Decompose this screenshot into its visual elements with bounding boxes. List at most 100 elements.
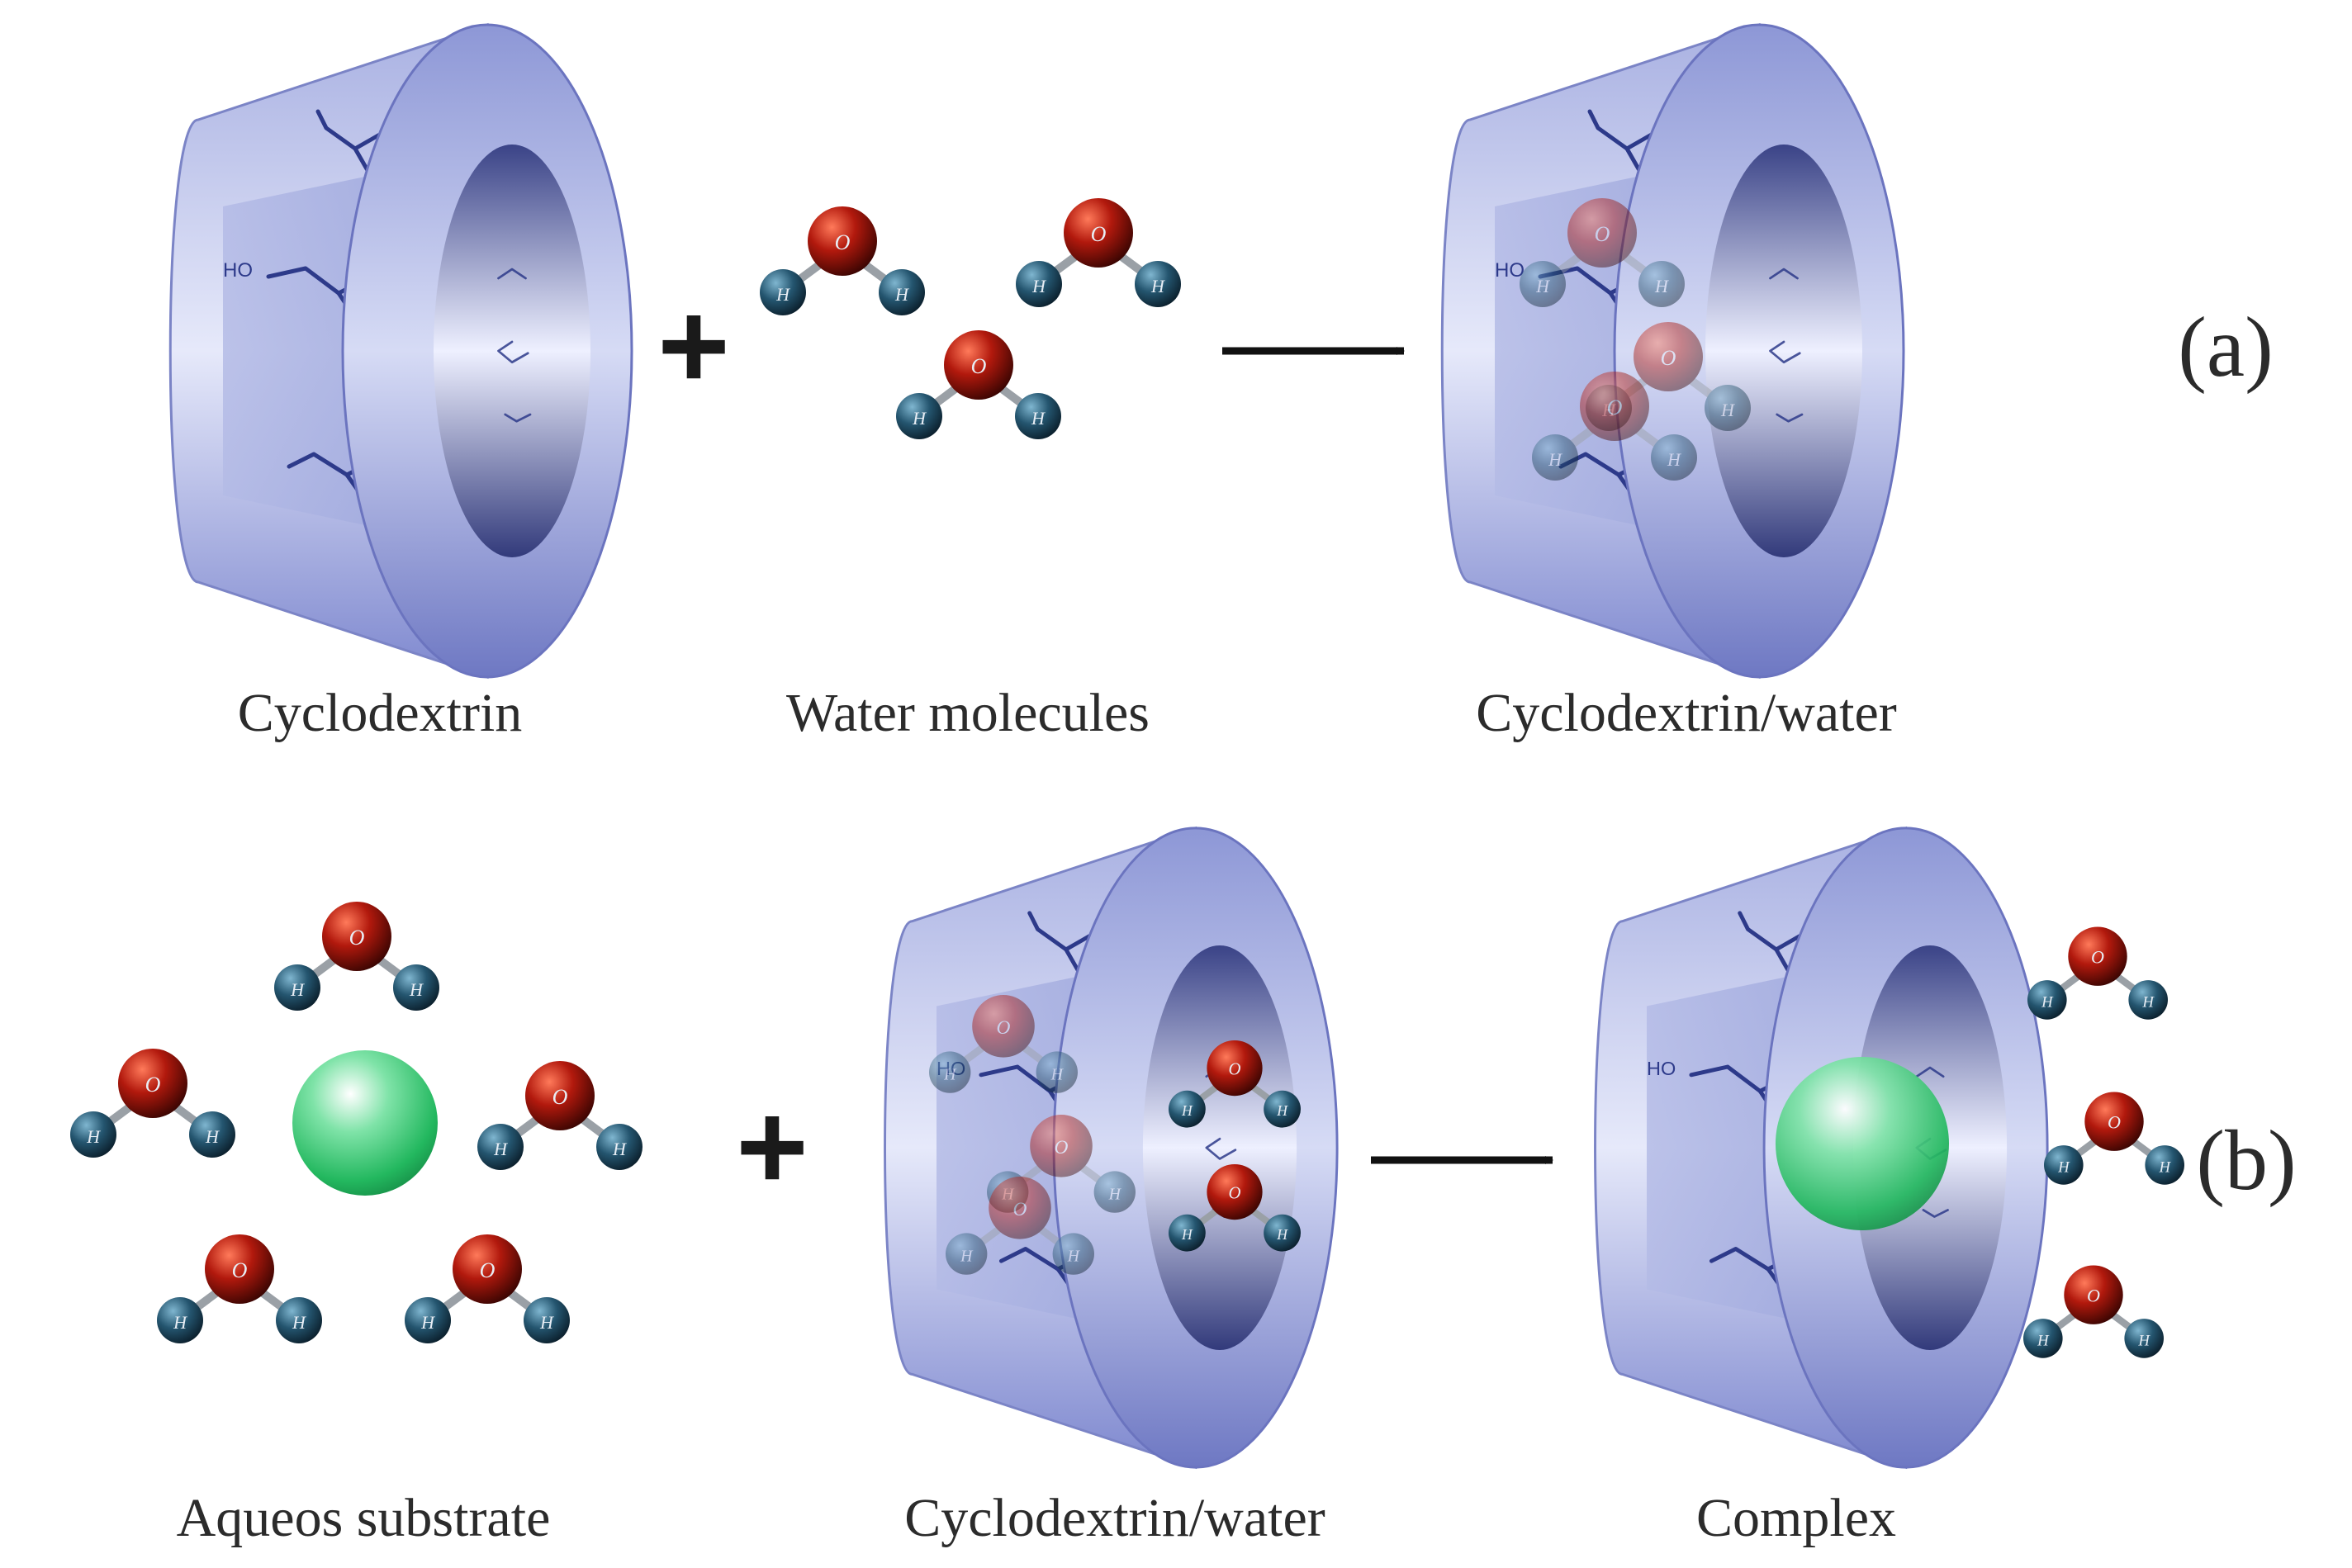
hydrogen-symbol: H bbox=[1067, 1248, 1081, 1266]
hydrogen-atom bbox=[1052, 1233, 1094, 1275]
cyclodextrin-cavity bbox=[1142, 945, 1297, 1350]
hydrogen-symbol: H bbox=[960, 1248, 974, 1266]
oxygen-atom bbox=[205, 1234, 274, 1304]
hydrogen-atom bbox=[879, 269, 925, 315]
hydrogen-symbol: H bbox=[943, 1066, 957, 1084]
hydrogen-atom bbox=[1093, 1171, 1136, 1213]
oxygen-symbol: O bbox=[835, 230, 851, 254]
hydrogen-symbol: H bbox=[2158, 1158, 2171, 1176]
hydrogen-atom bbox=[524, 1297, 570, 1343]
oxygen-atom bbox=[118, 1049, 187, 1118]
oxygen-atom bbox=[322, 902, 391, 971]
oxygen-symbol: O bbox=[1055, 1137, 1069, 1158]
hydrogen-symbol: H bbox=[539, 1312, 554, 1333]
oxygen-symbol: O bbox=[552, 1085, 568, 1109]
hydrogen-atom bbox=[929, 1051, 971, 1093]
hydrogen-symbol: H bbox=[1150, 276, 1165, 296]
oxygen-symbol: O bbox=[145, 1073, 161, 1097]
water-molecule-in-cavity: O H H bbox=[1520, 198, 1685, 307]
hydrogen-symbol: H bbox=[1535, 276, 1550, 296]
water-molecule: O H H bbox=[405, 1234, 570, 1343]
hydrogen-symbol: H bbox=[2037, 1332, 2050, 1349]
oxygen-atom bbox=[1030, 1115, 1093, 1177]
hydrogen-atom bbox=[274, 964, 320, 1011]
panel-a: +OHHOHHOHHOHHOHHOHH(a)CyclodextrinWater … bbox=[168, 22, 2274, 743]
hydrogen-symbol: H bbox=[1031, 276, 1046, 296]
hydrogen-symbol: H bbox=[2057, 1158, 2070, 1176]
caption-cyclodextrin-water-b: Cyclodextrin/water bbox=[904, 1488, 1325, 1548]
hydrogen-atom bbox=[1169, 1090, 1206, 1128]
hydrogen-symbol: H bbox=[2141, 993, 2155, 1011]
hydrogen-symbol: H bbox=[1548, 449, 1562, 470]
oxygen-atom bbox=[989, 1177, 1051, 1239]
hydrogen-atom bbox=[1135, 261, 1181, 307]
hydrogen-symbol: H bbox=[612, 1139, 627, 1159]
oxygen-atom bbox=[1580, 372, 1649, 441]
panel-label-a: (a) bbox=[2178, 300, 2273, 395]
hydrogen-atom bbox=[1651, 434, 1697, 481]
cyclodextrin-water-b bbox=[884, 826, 1339, 1470]
oxygen-atom bbox=[1634, 322, 1703, 391]
hydrogen-symbol: H bbox=[1108, 1186, 1122, 1204]
hydrogen-atom bbox=[1520, 261, 1566, 307]
hydrogen-symbol: H bbox=[912, 408, 927, 429]
hydrogen-symbol: H bbox=[1654, 276, 1669, 296]
hydrogen-atom bbox=[2023, 1319, 2063, 1358]
hydrogen-symbol: H bbox=[1181, 1102, 1193, 1119]
hydrogen-symbol: H bbox=[493, 1139, 508, 1159]
hydrogen-symbol: H bbox=[2137, 1332, 2150, 1349]
hydrogen-atom bbox=[477, 1124, 524, 1170]
oxygen-atom bbox=[1567, 198, 1637, 268]
oxygen-symbol: O bbox=[1228, 1184, 1240, 1203]
hydrogen-atom bbox=[276, 1297, 322, 1343]
hydrogen-symbol: H bbox=[420, 1312, 435, 1333]
oxygen-symbol: O bbox=[232, 1258, 248, 1282]
water-molecule-in-cavity: O H H bbox=[946, 1177, 1094, 1275]
caption-aqueous-substrate: Aqueos substrate bbox=[177, 1488, 551, 1548]
oxygen-symbol: O bbox=[1595, 222, 1610, 246]
oxygen-symbol: O bbox=[2087, 1286, 2100, 1306]
oxygen-symbol: O bbox=[1607, 396, 1623, 419]
hydrogen-symbol: H bbox=[292, 1312, 306, 1333]
hydrogen-symbol: H bbox=[1276, 1226, 1288, 1243]
oxygen-symbol: O bbox=[1091, 222, 1107, 246]
hydrogen-atom bbox=[2044, 1145, 2084, 1185]
oxygen-symbol: O bbox=[480, 1258, 496, 1282]
cavity-structure bbox=[497, 268, 532, 423]
oxygen-atom bbox=[2068, 926, 2127, 986]
oxygen-symbol: O bbox=[997, 1017, 1011, 1039]
hydrogen-atom bbox=[2027, 980, 2067, 1020]
hydrogen-atom bbox=[896, 393, 942, 439]
oxygen-atom bbox=[1207, 1040, 1263, 1097]
hydrogen-atom bbox=[1169, 1214, 1206, 1252]
plus-sign-b: + bbox=[736, 1077, 808, 1215]
hydrogen-atom bbox=[1532, 434, 1578, 481]
hydrogen-symbol: H bbox=[1720, 400, 1735, 420]
hydrogen-atom bbox=[189, 1111, 235, 1158]
caption-cyclodextrin-water-a: Cyclodextrin/water bbox=[1476, 683, 1897, 743]
oxygen-symbol: O bbox=[1013, 1199, 1027, 1220]
hydrogen-atom bbox=[70, 1111, 116, 1158]
hydrogen-symbol: H bbox=[2041, 993, 2054, 1011]
caption-cyclodextrin: Cyclodextrin bbox=[238, 683, 523, 743]
water-molecule-leaving: O H H bbox=[1169, 1164, 1301, 1252]
hydrogen-symbol: H bbox=[1050, 1066, 1065, 1084]
oxygen-atom bbox=[1064, 198, 1133, 268]
hydrogen-symbol: H bbox=[1181, 1226, 1193, 1243]
hydrogen-atom bbox=[1705, 385, 1751, 431]
hydrogen-atom bbox=[1264, 1090, 1301, 1128]
oxygen-atom bbox=[525, 1061, 595, 1130]
hydrogen-atom bbox=[1638, 261, 1685, 307]
hydrogen-atom bbox=[2145, 1145, 2184, 1185]
oxygen-symbol: O bbox=[1661, 346, 1676, 370]
oxygen-symbol: O bbox=[2108, 1112, 2121, 1133]
hydrogen-atom bbox=[760, 269, 806, 315]
substrate-sphere-included bbox=[1776, 1057, 1949, 1230]
caption-complex: Complex bbox=[1696, 1488, 1896, 1548]
